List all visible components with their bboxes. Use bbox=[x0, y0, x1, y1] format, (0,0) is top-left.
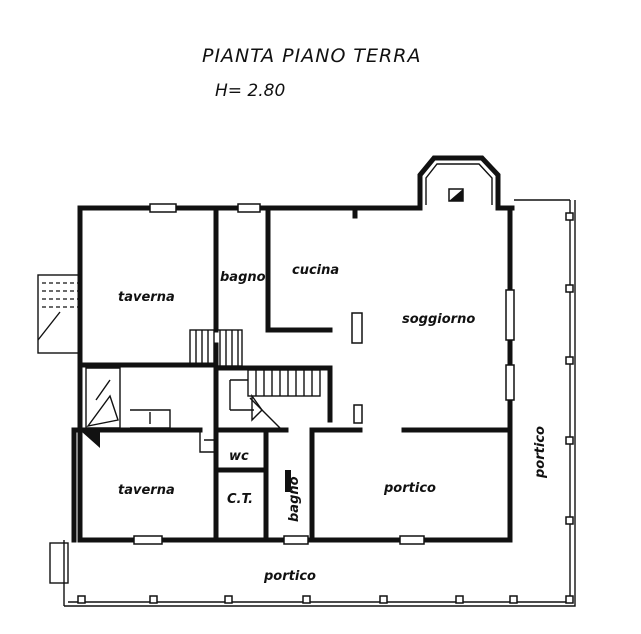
height-note: H= 2.80 bbox=[215, 81, 285, 101]
room-label-taverna-bottom: taverna bbox=[118, 483, 175, 498]
portico-columns bbox=[77, 212, 574, 604]
plan-title: PIANTA PIANO TERRA bbox=[202, 45, 421, 67]
room-label-ct: C.T. bbox=[227, 492, 253, 507]
room-label-portico-inner: portico bbox=[383, 481, 436, 496]
internal-staircase bbox=[85, 329, 321, 453]
room-label-cucina: cucina bbox=[292, 263, 339, 278]
external-stair bbox=[37, 274, 81, 354]
room-labels: taverna bagno cucina soggiorno wc tavern… bbox=[118, 263, 548, 584]
portico-perimeter bbox=[49, 199, 576, 607]
room-label-portico-right: portico bbox=[533, 426, 548, 479]
interior-walls bbox=[77, 205, 513, 543]
room-label-bagno-bottom: bagno bbox=[287, 476, 302, 522]
room-label-portico-bottom: portico bbox=[263, 569, 316, 584]
room-label-taverna-top: taverna bbox=[118, 290, 175, 305]
room-label-wc: wc bbox=[229, 449, 249, 464]
window-marks bbox=[133, 203, 515, 545]
room-label-soggiorno: soggiorno bbox=[402, 312, 475, 327]
flue-marks bbox=[82, 188, 464, 448]
room-label-bagno-top: bagno bbox=[220, 270, 266, 285]
